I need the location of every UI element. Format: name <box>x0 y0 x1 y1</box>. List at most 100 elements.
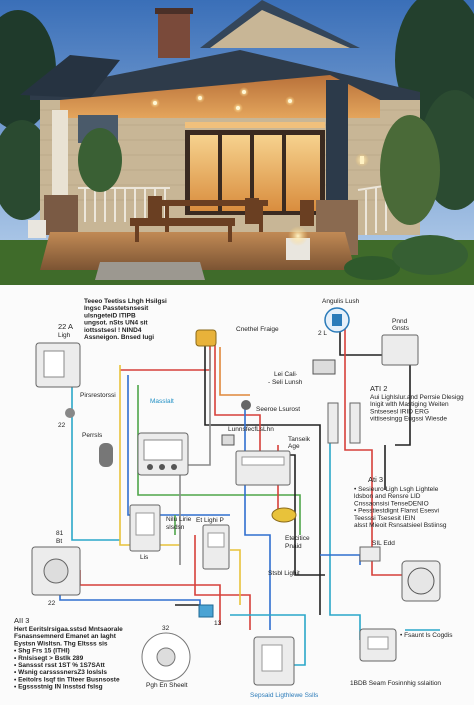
shrubs <box>78 115 468 280</box>
porch-column-right <box>326 80 348 202</box>
device-sepsaid-light <box>253 636 295 686</box>
device-angulis-lush <box>324 307 350 333</box>
label-13: 13 <box>214 620 222 627</box>
stenoes-lines-line: Hert Eeritslrsigaa.sstsd Mntsaorale <box>14 626 123 633</box>
label-81: 81 <box>56 530 64 537</box>
device-ati2-sensor-2 <box>349 402 361 444</box>
chimney <box>158 10 190 58</box>
label-electre-p-2: Pnaid <box>285 543 302 550</box>
ati3-lines-line: • Sesieuro Ligh Lsgh Lightele <box>354 486 439 493</box>
stenoes-lines-line: • Sanssst rsst 1ST % 1S7SAtt <box>14 662 106 669</box>
ati2-lines-line: Aui Lighlslur.and Perrsie Dlesigg <box>370 394 464 401</box>
label-lit-cali: Lei Cali· <box>274 371 298 378</box>
label-sepsaid-lighttoter: Sepsaid Ligthlewe Sslls <box>250 692 319 699</box>
top-note-line: Teeeo Teetiss Lhgh Hsilgsi <box>84 298 167 305</box>
label-new-line-2: slsdsn <box>166 524 185 531</box>
device-seeroe-lsurost <box>241 400 251 410</box>
ati3-lines-line: Cnssaonsisi TenseDENIO <box>354 500 429 507</box>
label-panel-top-right: Pnnd <box>392 318 408 325</box>
label-22c: 22 <box>48 600 56 607</box>
ati2-lines-line: Sntsesesl IRID ERG <box>370 408 429 415</box>
label-rerrsls: Perrsls <box>82 432 103 439</box>
ati3-lines-line: • Pesstiestdignt Flanst Esesvi <box>354 508 439 515</box>
label-pirsrestorssi: Pirsrestorssi <box>80 392 116 399</box>
label-fsaunt-cogdis: • Fsaunt ls Cogdis <box>400 632 453 639</box>
label-seeroe-lsurost: Seeroe Lsurost <box>256 406 300 413</box>
device-cnethel-fraige <box>195 329 217 347</box>
device-ati2-sensor-1 <box>327 402 339 444</box>
label-2l: 2 L <box>318 330 327 337</box>
porch-ceiling <box>60 75 380 118</box>
stenoes-lines-line: • Eeitolrs Isqf tin Tlteer Busnsoste <box>14 676 120 683</box>
label-18db-seam: 1BDB Seam Fosinnhig sslaition <box>350 680 441 687</box>
label-lunnsfect: LunnsfecfLsLhn <box>228 426 274 433</box>
device-lei-cali <box>312 359 336 375</box>
label-pgh-en-sheelt: Pgh En Sheelt <box>146 682 188 689</box>
patio-table <box>130 196 314 242</box>
label-age: Age <box>288 443 300 450</box>
device-fsaunt-cogdis <box>359 628 397 662</box>
stenoes-lines-line: • Wsnig carssssnersZ3 Ioslsls <box>14 669 107 676</box>
ati3-lines-line: ldsbon and Rensre LID <box>354 493 421 500</box>
device-panel-top-right <box>381 334 419 366</box>
ati3-lines-line: Teesssi Tsesesit IEIN <box>354 515 416 522</box>
device-electre-p <box>271 507 297 523</box>
device-et-light-p <box>202 524 230 570</box>
label-masslat: Masslalt <box>150 398 174 405</box>
device-new-line <box>129 504 161 552</box>
device-outlet-22a <box>35 342 81 388</box>
ati3-lines-line: alsst Mieoit Rsnsatsieel Bstiinsg <box>354 522 447 529</box>
stenoes-lines-line: Eystsn Wisltsn. Thg Eltsss sis <box>14 640 108 647</box>
device-outlet-81 <box>31 546 81 596</box>
label-22a: 22 A <box>58 322 73 331</box>
deck-steps <box>95 262 205 280</box>
device-13-junction <box>198 604 214 618</box>
house-porch-photo <box>0 0 474 285</box>
ati2-lines-line: Inigit wlth Mastiging Weiten <box>370 401 449 408</box>
label-32: 32 <box>162 625 170 632</box>
ati2-lines-line: vittisesingg Eugssi Wiesde <box>370 416 447 423</box>
label-cnethel-fraige: Cnethel Fraige <box>236 326 279 333</box>
roof-left <box>20 55 120 98</box>
label-panel-top-right-2: Gnsts <box>392 325 410 332</box>
device-rerrsls <box>99 443 113 467</box>
device-main-panel <box>137 432 189 476</box>
label-tanseik: Tanseik <box>288 436 311 443</box>
top-note-line: Ingsc Passtetsnsesit <box>84 305 149 312</box>
label-electre-p: Etecitice <box>285 535 310 542</box>
top-note-line: Assneigon. Bnsed Iugi <box>84 334 154 341</box>
device-pirsrestorssi <box>65 408 75 418</box>
label-stab-light: Stsbl Lighit <box>268 570 300 577</box>
label-et-light-p: Et Lighi P <box>196 517 224 524</box>
device-tanseik-age <box>235 450 291 486</box>
device-sill-edd <box>359 546 381 562</box>
deck-floor <box>40 232 355 270</box>
device-small-switch <box>221 434 235 446</box>
porch-column-left <box>52 110 68 195</box>
label-new-line-3: Lis <box>140 554 149 561</box>
label-bt: Bt <box>56 538 62 545</box>
stenoes-lines-line: • Egsssstnig IN Insstsd fslsg <box>14 684 103 691</box>
top-note-line: ulsngeteiD ITIPB <box>84 312 136 319</box>
top-note-line: iottsstsesl ! NIND4 <box>84 327 142 334</box>
label-ati3-title: Ati 3 <box>368 475 383 484</box>
stenoes-lines-line: • Shg Frs 15 (ITHI) <box>14 648 70 655</box>
ceiling-lights <box>150 87 295 113</box>
label-22b: 22 <box>58 422 66 429</box>
label-sill-edd: SIL Edd <box>372 540 395 547</box>
label-ati2-title: ATI 2 <box>370 384 387 393</box>
label-new-line: Nilu Lirie <box>166 516 192 523</box>
stenoes-lines-line: Fsnasnsemnerd Emanet an Iaght <box>14 633 117 640</box>
label-angulis-lush: Angulis Lush <box>322 298 360 305</box>
label-seli-lunsh: - Seli Lunsh <box>268 379 303 386</box>
stenoes-lines-line: • Rnlsisegt > Bstlk 289 <box>14 655 84 662</box>
label-stenoes-title: AII 3 <box>14 616 29 625</box>
device-pgh-en-sheelt <box>141 632 191 682</box>
label-light-a: Ligh <box>58 332 71 339</box>
